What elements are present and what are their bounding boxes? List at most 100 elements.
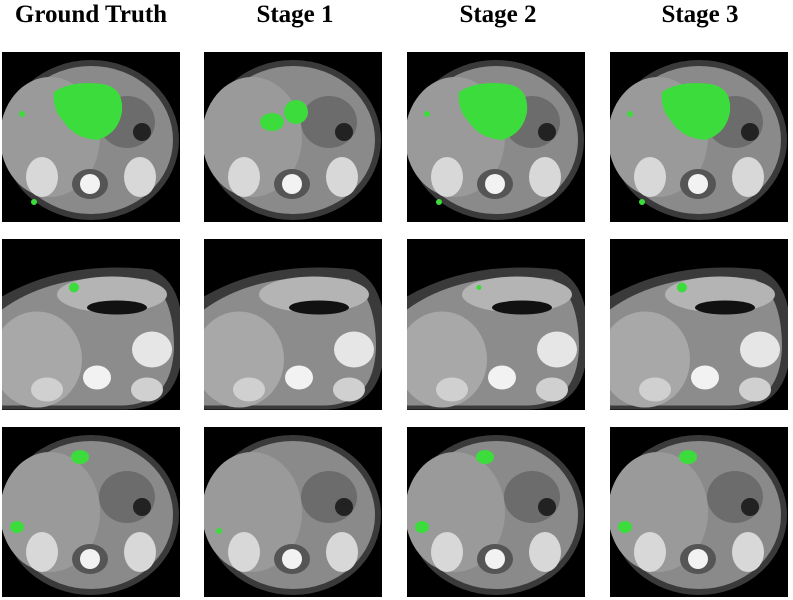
liver-region <box>204 311 284 408</box>
ct-scan-row1-stage-1 <box>204 52 382 222</box>
ct-scan-row2-stage-3 <box>610 239 788 410</box>
segmentation-spot <box>618 521 632 533</box>
bowel-gas <box>133 123 151 141</box>
ct-slice-drawing <box>2 239 180 410</box>
segmentation-mask <box>53 83 123 140</box>
kidney-right <box>333 377 365 402</box>
bowel-gas <box>335 123 353 141</box>
bowel-region <box>504 471 560 523</box>
kidney-left <box>26 532 58 572</box>
bowel-gas <box>133 498 151 516</box>
vertebra <box>80 549 100 569</box>
vertebra <box>485 549 505 569</box>
bowel-region <box>99 471 155 523</box>
segmentation-spot <box>424 111 430 117</box>
bowel-region <box>301 96 357 148</box>
kidney-left <box>639 377 671 402</box>
liver-region <box>407 452 505 572</box>
ct-scan-row1-ground-truth <box>2 52 180 222</box>
segmentation-spot <box>476 285 482 290</box>
bowel-gas <box>741 123 759 141</box>
ct-scan-row1-stage-2 <box>407 52 585 222</box>
column-title-stage-1: Stage 1 <box>256 1 334 28</box>
ct-scan-row1-stage-3 <box>610 52 788 222</box>
kidney-right <box>124 532 156 572</box>
kidney-left <box>233 377 265 402</box>
kidney-left <box>436 377 468 402</box>
bowel-contrast <box>132 331 172 368</box>
kidney-right <box>732 157 764 197</box>
segmentation-spot <box>679 450 697 464</box>
ct-scan-row3-stage-1 <box>204 427 382 597</box>
bowel-contrast <box>537 331 577 368</box>
column-title-stage-3: Stage 3 <box>661 1 739 28</box>
segmentation-spot <box>415 521 429 533</box>
bowel-gas <box>87 300 147 315</box>
segmentation-mask <box>284 100 308 124</box>
kidney-left <box>228 532 260 572</box>
ct-slice-drawing <box>204 52 382 222</box>
segmentation-mask <box>458 83 528 140</box>
liver-region <box>204 452 302 572</box>
segmentation-spot <box>71 450 89 464</box>
liver-region <box>2 311 82 408</box>
kidney-left <box>26 157 58 197</box>
ct-slice-drawing <box>610 427 788 597</box>
kidney-left <box>431 157 463 197</box>
kidney-right <box>536 377 568 402</box>
bowel-region <box>301 471 357 523</box>
kidney-left <box>228 157 260 197</box>
ct-scan-row2-ground-truth <box>2 239 180 410</box>
bowel-gas <box>335 498 353 516</box>
segmentation-spot <box>10 521 24 533</box>
liver-region <box>2 452 100 572</box>
kidney-right <box>326 532 358 572</box>
vertebra <box>488 365 516 390</box>
liver-region <box>204 77 302 197</box>
bowel-region <box>707 471 763 523</box>
vertebra <box>688 174 708 194</box>
segmentation-spot <box>31 199 37 205</box>
vertebra <box>285 365 313 390</box>
bowel-contrast <box>740 331 780 368</box>
kidney-left <box>31 377 63 402</box>
kidney-right <box>529 157 561 197</box>
ct-slice-drawing <box>2 427 180 597</box>
segmentation-mask <box>260 113 284 131</box>
kidney-right <box>529 532 561 572</box>
bowel-gas <box>492 300 552 315</box>
segmentation-spot <box>476 450 494 464</box>
vertebra <box>691 365 719 390</box>
kidney-left <box>634 157 666 197</box>
ct-slice-drawing <box>610 52 788 222</box>
liver-region <box>610 311 690 408</box>
segmentation-spot <box>639 199 645 205</box>
segmentation-spot <box>677 282 687 293</box>
kidney-left <box>634 532 666 572</box>
kidney-right <box>739 377 771 402</box>
segmentation-mask <box>661 83 731 140</box>
kidney-right <box>326 157 358 197</box>
segmentation-spot <box>216 528 222 534</box>
ct-slice-drawing <box>407 427 585 597</box>
vertebra <box>282 174 302 194</box>
segmentation-spot <box>436 199 442 205</box>
vertebra <box>485 174 505 194</box>
vertebra <box>80 174 100 194</box>
kidney-right <box>732 532 764 572</box>
bowel-gas <box>741 498 759 516</box>
vertebra <box>688 549 708 569</box>
ct-slice-drawing <box>2 52 180 222</box>
segmentation-spot <box>69 282 79 293</box>
bowel-contrast <box>334 331 374 368</box>
ct-slice-drawing <box>610 239 788 410</box>
ct-scan-row3-stage-2 <box>407 427 585 597</box>
vertebra <box>282 549 302 569</box>
vertebra <box>83 365 111 390</box>
ct-slice-drawing <box>407 52 585 222</box>
bowel-gas <box>289 300 349 315</box>
ct-slice-drawing <box>204 427 382 597</box>
kidney-right <box>124 157 156 197</box>
ct-slice-drawing <box>407 239 585 410</box>
ct-scan-row3-ground-truth <box>2 427 180 597</box>
